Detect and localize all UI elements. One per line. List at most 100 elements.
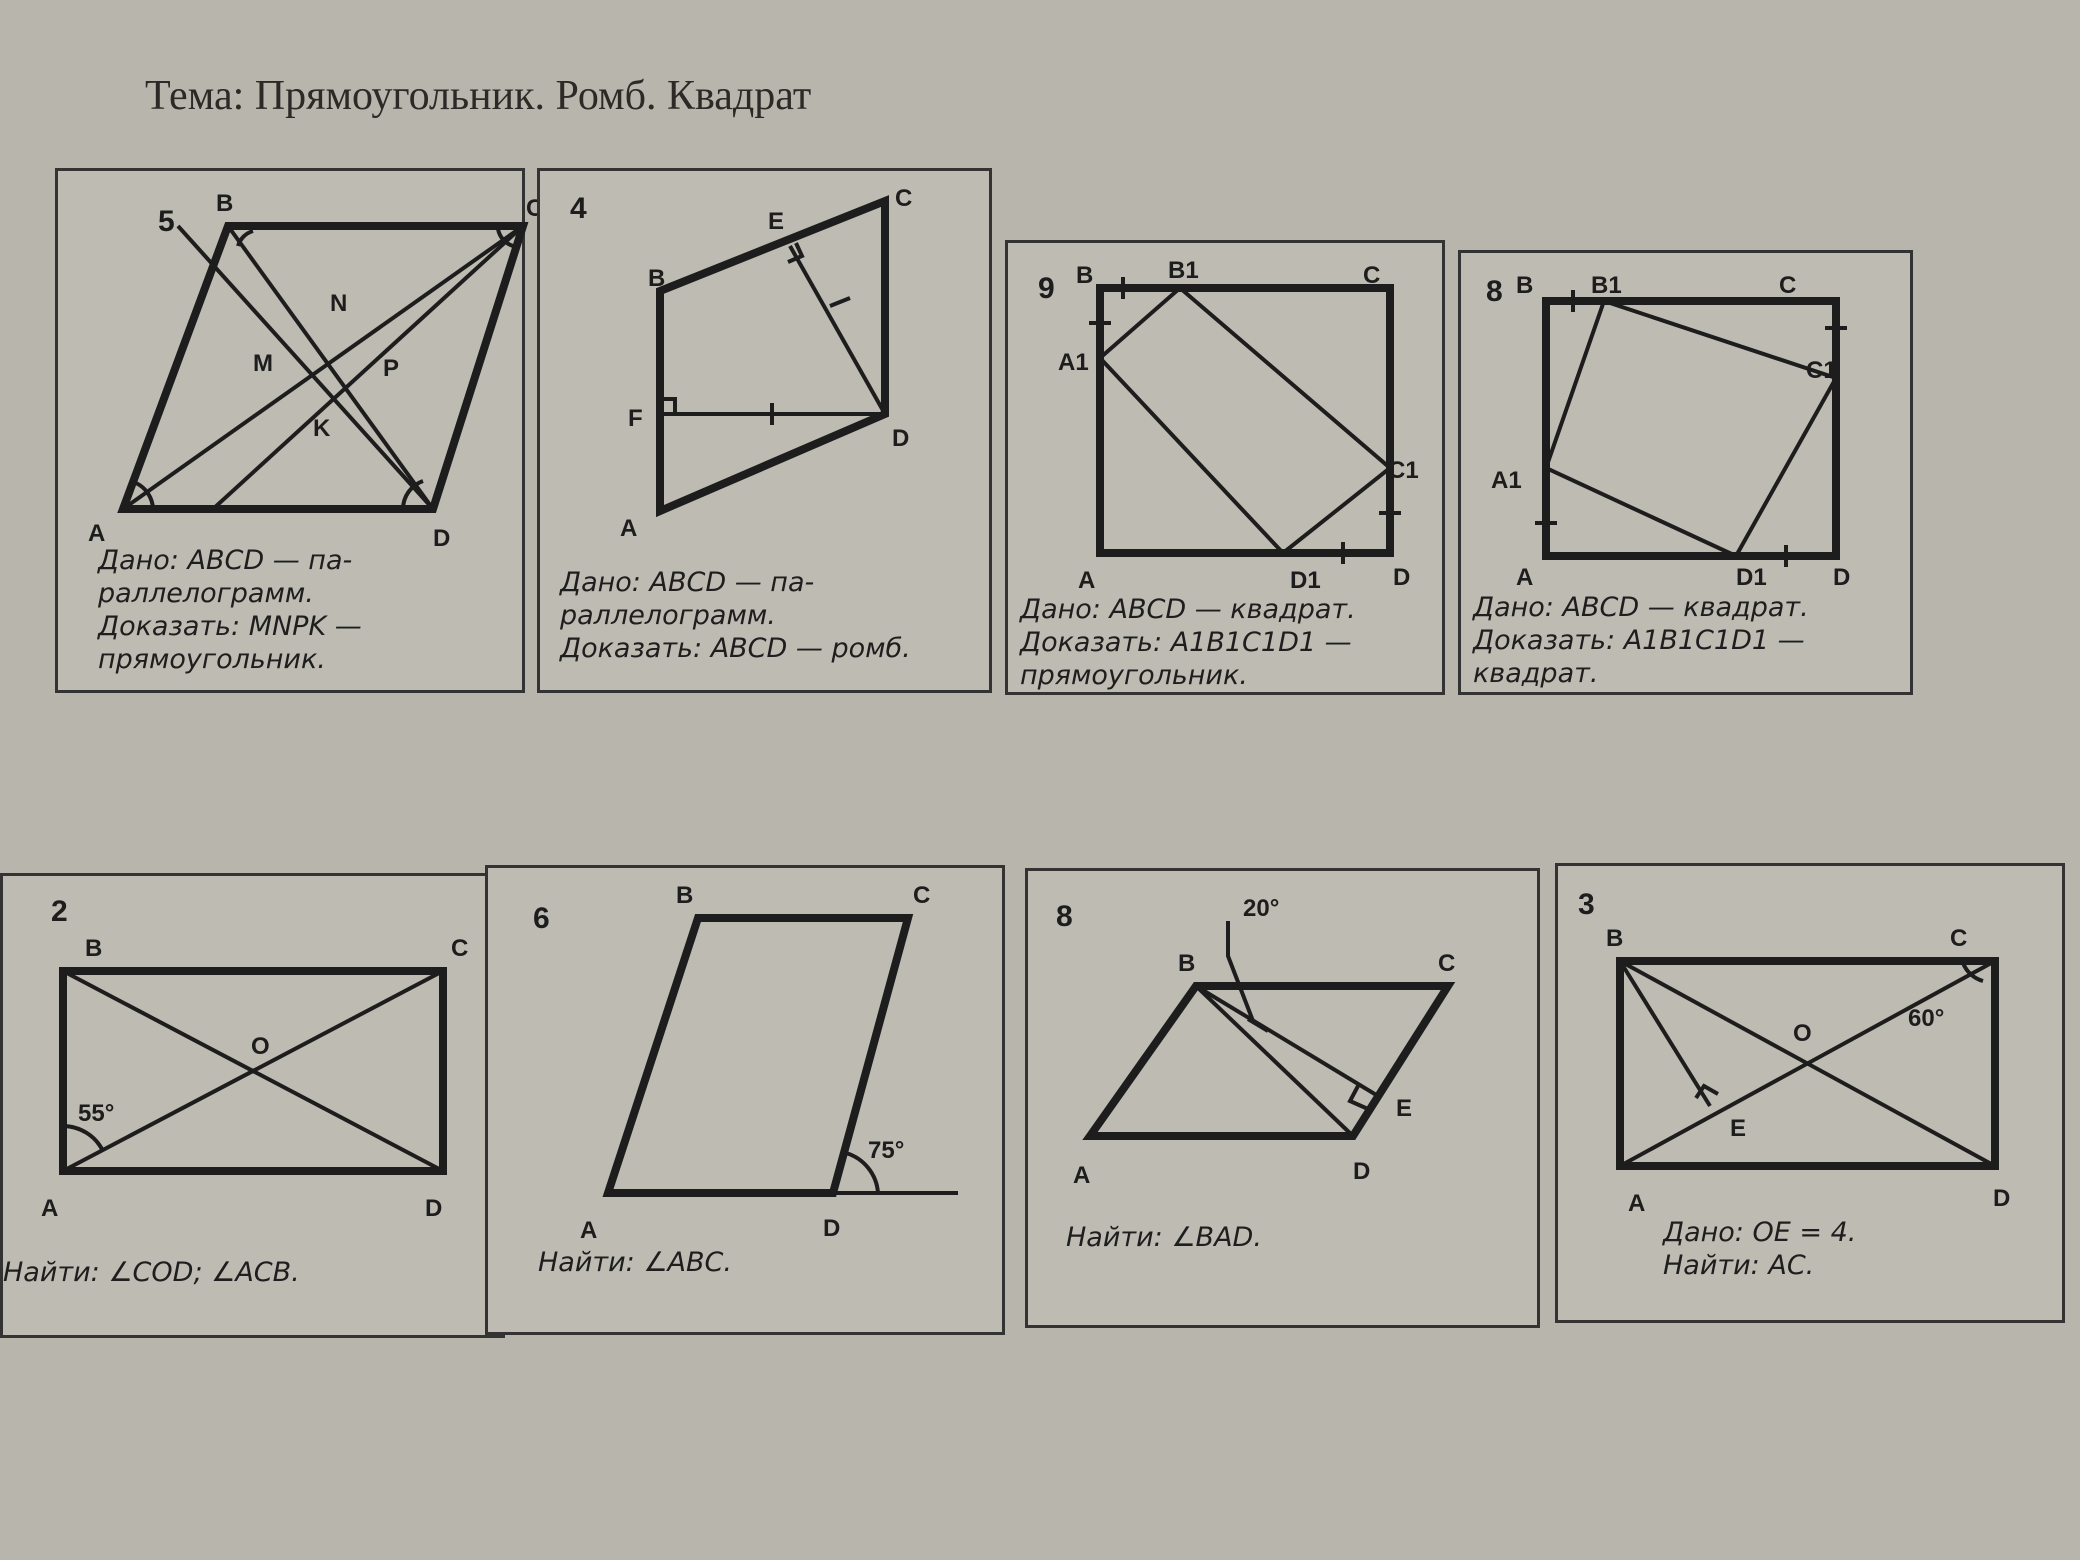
problem-number: 8 xyxy=(1486,275,1503,308)
label-d: D xyxy=(892,425,909,452)
diagonal-ac xyxy=(62,969,444,1173)
label-d1: D1 xyxy=(1736,564,1767,591)
problem-condition: Найти: ∠ABC. xyxy=(538,1247,732,1278)
right-angle-f xyxy=(660,397,677,414)
problem-card-9: 9 A B C D A1 B1 C1 D1 Дано: ABCD — квадр… xyxy=(1005,240,1445,695)
label-d: D xyxy=(1353,1158,1370,1185)
rectangle-abcd xyxy=(1616,957,1999,1170)
square-a1b1c1d1 xyxy=(1543,298,1839,559)
figure-rectangle-height: 3 A B C D O E 60° xyxy=(1578,888,2010,1217)
angle-value: 60° xyxy=(1908,1005,1944,1032)
angle-mark-c xyxy=(496,228,514,248)
diagonal-bd xyxy=(1194,984,1355,1138)
label-d: D xyxy=(1833,564,1850,591)
label-a: A xyxy=(41,1195,58,1222)
label-a: A xyxy=(1516,564,1533,591)
angle-value: 75° xyxy=(868,1137,904,1164)
problem-card-2: 2 A B C D O 55° Найти: ∠COD; ∠ACB. xyxy=(0,873,505,1338)
angle-mark-a xyxy=(135,481,155,510)
problem-card-8: 8 A B C D A1 B1 C1 D1 Дано: ABCD — квадр… xyxy=(1458,250,1913,695)
label-e: E xyxy=(768,208,784,235)
label-a: A xyxy=(620,515,637,542)
problem-condition: Найти: ∠BAD. xyxy=(1066,1222,1262,1253)
square-abcd xyxy=(1096,284,1394,557)
label-a1: A1 xyxy=(1058,349,1089,376)
problem-card-5: 5 A B C D M N P K Дано: ABCD — па- ралле… xyxy=(55,168,543,693)
problem-condition: Дано: ABCD — па- раллелограмм. Доказать:… xyxy=(98,545,362,675)
label-d: D xyxy=(823,1215,840,1242)
parallelogram-abcd xyxy=(602,914,914,1197)
problem-number: 9 xyxy=(1038,272,1055,305)
tick-de xyxy=(829,296,851,308)
label-d: D xyxy=(425,1195,442,1222)
angle-leader xyxy=(1226,921,1255,1022)
diagonal-ac xyxy=(1619,959,1996,1168)
angle-mark-75 xyxy=(845,1151,880,1194)
page-title: Тема: Прямоугольник. Ромб. Квадрат xyxy=(145,73,812,119)
angle-value: 55° xyxy=(78,1100,114,1127)
parallelogram-abcd xyxy=(1082,982,1456,1140)
square-abcd xyxy=(1542,297,1840,560)
problem-number: 5 xyxy=(158,205,175,238)
label-c: C xyxy=(1363,262,1380,289)
problem-card-3: 3 A B C D O E 60° Дано: OE = 4. Найти: A… xyxy=(1555,863,2065,1323)
problem-number: 6 xyxy=(533,902,550,935)
label-a: A xyxy=(1073,1162,1090,1189)
problem-condition: Дано: ABCD — квадрат. Доказать: A1B1C1D1… xyxy=(1473,592,1809,689)
angle-value: 20° xyxy=(1243,895,1279,922)
height-be xyxy=(1618,959,1712,1108)
label-c: C xyxy=(1438,950,1455,977)
label-a: A xyxy=(1628,1190,1645,1217)
label-b1: B1 xyxy=(1168,257,1199,284)
label-b: B xyxy=(216,190,233,217)
label-d1: D1 xyxy=(1290,567,1321,594)
angle-arc xyxy=(1246,1017,1270,1033)
figure-parallelogram-bisectors: 5 A B C D M N P K xyxy=(88,190,543,552)
angle-mark-b xyxy=(236,229,254,247)
label-c: C xyxy=(913,882,930,909)
problem-condition: Найти: ∠COD; ∠ACB. xyxy=(3,1257,300,1288)
problem-number: 3 xyxy=(1578,888,1595,921)
label-c: C xyxy=(451,935,468,962)
label-c: C xyxy=(895,185,912,212)
label-p: P xyxy=(383,355,399,382)
bisector-d xyxy=(176,224,435,511)
right-angle-e xyxy=(787,242,805,264)
problem-condition: Дано: ABCD — па- раллелограмм. Доказать:… xyxy=(560,567,911,664)
rectangle-a1b1c1d1 xyxy=(1097,285,1394,556)
label-a1: A1 xyxy=(1491,467,1522,494)
problem-card-6: 6 A B C D 75° Найти: ∠ABC. xyxy=(485,865,1005,1335)
label-n: N xyxy=(330,290,347,317)
problem-card-8b: 8 A B C D E 20° Найти: ∠BAD. xyxy=(1025,868,1540,1328)
label-b: B xyxy=(676,882,693,909)
rectangle-abcd xyxy=(59,967,447,1175)
height-be xyxy=(1194,984,1380,1098)
figure-rectangle-diagonals: 2 A B C D O 55° xyxy=(41,895,468,1222)
label-b: B xyxy=(648,265,665,292)
problem-condition: Дано: OE = 4. Найти: AC. xyxy=(1663,1217,1857,1281)
label-e: E xyxy=(1730,1115,1746,1142)
angle-mark-d xyxy=(401,479,424,510)
label-c1: C1 xyxy=(1388,457,1419,484)
problem-card-4: 4 A B C D E F Дано: ABCD — па- раллелогр… xyxy=(537,168,992,693)
problem-condition: Дано: ABCD — квадрат. Доказать: A1B1C1D1… xyxy=(1020,594,1356,691)
figure-square-square: 8 A B C D A1 B1 C1 D1 xyxy=(1486,272,1850,591)
bisector-a xyxy=(121,224,525,511)
label-m: M xyxy=(253,350,273,377)
label-c: C xyxy=(1950,925,1967,952)
right-angle-e xyxy=(1347,1085,1369,1111)
label-c1: C1 xyxy=(1806,357,1837,384)
label-b: B xyxy=(1178,950,1195,977)
label-a: A xyxy=(580,1217,597,1244)
figure-square-rectangle: 9 A B C D A1 B1 C1 D1 xyxy=(1038,257,1419,594)
label-b: B xyxy=(1076,262,1093,289)
angle-mark-60 xyxy=(1961,962,1984,983)
figure-parallelogram-height: 8 A B C D E 20° xyxy=(1056,895,1456,1189)
problem-number: 2 xyxy=(51,895,68,928)
problem-number: 4 xyxy=(570,192,587,225)
label-f: F xyxy=(628,405,643,432)
figure-parallelogram-angle: 6 A B C D 75° xyxy=(533,882,958,1244)
label-c: C xyxy=(1779,272,1796,299)
label-b: B xyxy=(85,935,102,962)
right-angle-e xyxy=(1694,1083,1719,1100)
